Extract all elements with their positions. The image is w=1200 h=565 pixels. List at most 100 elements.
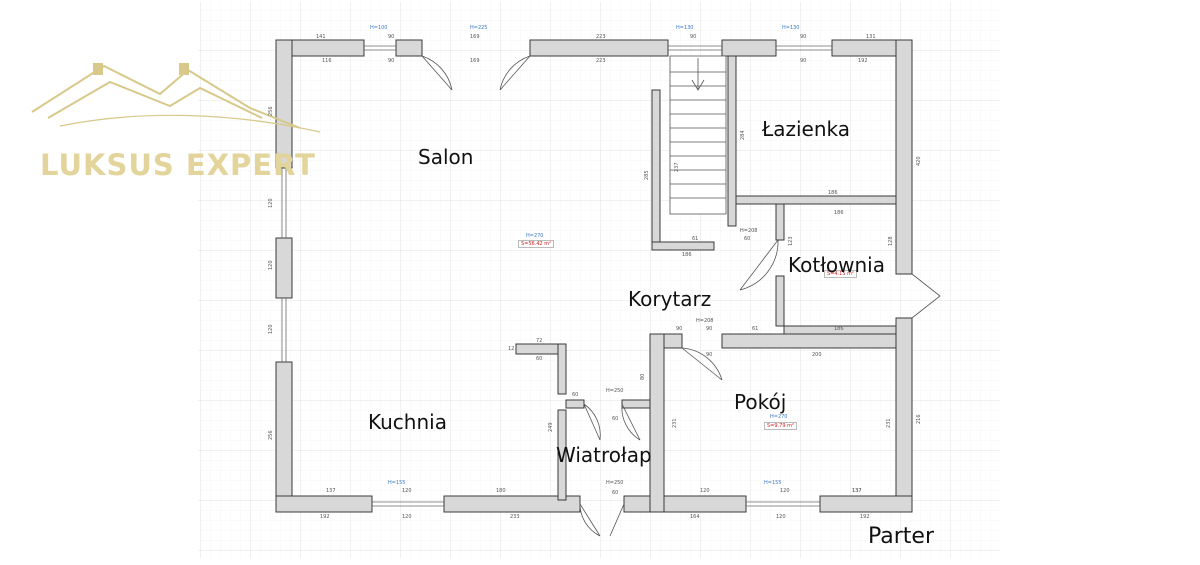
height-pokoj: H=270 <box>770 414 788 420</box>
dim-vest-1: 60 <box>572 392 579 398</box>
staircase <box>669 55 727 215</box>
wall-corridor-bottom-2 <box>721 333 897 349</box>
dim-height-top-4: H=130 <box>782 25 800 31</box>
dim-pokoj-top-2: 200 <box>812 352 822 358</box>
room-label-wiatrolap: Wiatrołap <box>556 443 652 467</box>
dim-corridor-2: 90 <box>706 326 713 332</box>
dim-top-2: 90 <box>388 34 395 40</box>
dim-left-2: 120 <box>268 198 274 208</box>
dim-corridor-3: 61 <box>752 326 759 332</box>
room-label-lazienka: Łazienka <box>762 117 851 141</box>
wall-bottom-1 <box>275 495 373 513</box>
wall-right-2 <box>895 317 913 513</box>
wall-stairs-left <box>651 89 661 251</box>
dim-inner-top-4: 223 <box>596 58 606 64</box>
wall-right-1 <box>895 39 913 275</box>
wall-vest-left <box>557 409 567 501</box>
wall-left-3 <box>275 361 293 513</box>
dim-stairs-bottom-2: 60 <box>744 236 751 242</box>
wall-left-1 <box>275 39 293 169</box>
dim-height-top-3: H=130 <box>676 25 694 31</box>
wall-top-2 <box>395 39 423 57</box>
dim-boiler-left: 123 <box>788 236 794 246</box>
dim-vest-height: H=250 <box>606 388 624 394</box>
dim-inner-top-6: 192 <box>858 58 868 64</box>
wall-bath-bottom <box>735 195 897 205</box>
dim-inner-bottom-5: 137 <box>852 488 862 494</box>
wall-top-4 <box>721 39 777 57</box>
outer-walls <box>275 39 913 513</box>
dim-inner-bottom-4: 120 <box>700 488 710 494</box>
dim-pokoj-bottom-2: 137 <box>852 488 862 494</box>
floor-label: Parter <box>868 524 935 549</box>
dim-bottom-1: 192 <box>320 514 330 520</box>
dim-inner-top-5: 90 <box>800 58 807 64</box>
room-label-kuchnia: Kuchnia <box>368 410 447 434</box>
dim-top-1: 141 <box>316 34 326 40</box>
dim-pokoj-right: 231 <box>886 418 892 428</box>
dim-bottom-2: 120 <box>402 514 412 520</box>
dim-left-5: 256 <box>268 430 274 440</box>
dim-bottom-6: 192 <box>860 514 870 520</box>
wall-kitchen-part <box>557 343 567 395</box>
dim-height-top-2: H=225 <box>470 25 488 31</box>
dim-inner-bottom-1: 137 <box>326 488 336 494</box>
dim-height-bottom-1: H=155 <box>388 480 406 486</box>
room-label-korytarz: Korytarz <box>628 287 712 311</box>
wall-vest-top-2 <box>621 399 651 409</box>
dim-vest-height-2: H=250 <box>606 480 624 486</box>
dim-kitchen-part: 249 <box>548 422 554 432</box>
area-pokoj: S=9.79 m² <box>764 422 797 430</box>
dim-left-3: 120 <box>268 260 274 270</box>
dim-right-2: 216 <box>916 414 922 424</box>
dim-top-6: 90 <box>800 34 807 40</box>
height-main: H=270 <box>526 233 544 239</box>
area-kotlownia: S=4.15 m² <box>824 270 857 278</box>
dim-top-5: 90 <box>690 34 697 40</box>
wall-top-3 <box>529 39 669 57</box>
wall-pokoj-left <box>649 333 665 513</box>
dim-left-1: 256 <box>268 106 274 116</box>
dim-top-4: 223 <box>596 34 606 40</box>
wall-boiler-left <box>775 203 785 241</box>
logo-text: LUKSUS EXPERT <box>40 148 316 182</box>
dim-inner-bottom-2: 120 <box>402 488 412 494</box>
dim-pokoj-bottom-1: 120 <box>780 488 790 494</box>
wall-boiler-left-2 <box>775 275 785 327</box>
area-main: S=56.42 m² <box>518 240 555 248</box>
dim-corridor-1: 90 <box>676 326 683 332</box>
dim-kitchen-stub-3: 12 <box>508 346 515 352</box>
dim-inner-bottom-3: 180 <box>496 488 506 494</box>
dim-top-7: 131 <box>866 34 876 40</box>
wall-stairs-bottom <box>651 241 715 251</box>
dim-bath-height: 284 <box>740 130 746 140</box>
dim-inner-top-2: 90 <box>388 58 395 64</box>
dim-right-1: 420 <box>916 156 922 166</box>
dim-vest-3: 60 <box>612 490 619 496</box>
wall-bottom-3 <box>623 495 747 513</box>
wall-vest-top <box>565 399 585 409</box>
wall-bottom-4 <box>819 495 913 513</box>
room-label-pokoj: Pokój <box>734 390 787 414</box>
house-roof-icon <box>31 63 321 133</box>
dim-bottom-3: 233 <box>510 514 520 520</box>
dim-boiler-right: 128 <box>888 236 894 246</box>
dim-stairs-bottom-1: 61 <box>692 236 699 242</box>
wall-bath-left <box>727 55 737 227</box>
dim-pokoj-left: 231 <box>672 418 678 428</box>
room-label-salon: Salon <box>418 145 474 169</box>
grid-sheet <box>198 2 1000 558</box>
interior-walls <box>515 55 897 513</box>
dim-stairs-inner: 237 <box>674 162 680 172</box>
dim-vest-4: 80 <box>640 373 646 380</box>
dim-inner-top-1: 116 <box>322 58 332 64</box>
dim-kitchen-stub-2: 60 <box>536 356 543 362</box>
dim-bath-width: 186 <box>828 190 838 196</box>
dim-inner-top-3: 169 <box>470 58 480 64</box>
dim-stairs-bottom-3: 186 <box>682 252 692 258</box>
dim-top-3: 169 <box>470 34 480 40</box>
dim-vest-2: 60 <box>612 416 619 422</box>
dim-stairs-outer: 285 <box>644 170 650 180</box>
dim-corridor-height: H=208 <box>740 228 758 234</box>
